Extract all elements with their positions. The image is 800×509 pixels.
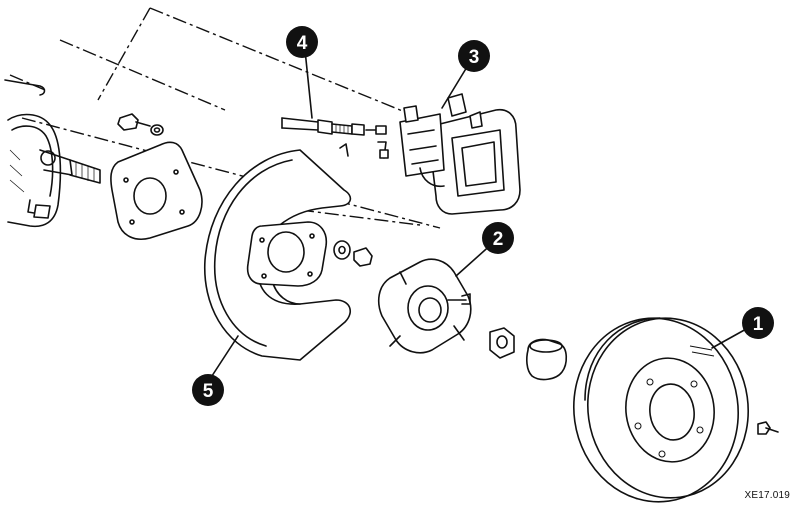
dust-shield <box>203 149 352 361</box>
callout-5-label: 5 <box>203 381 214 402</box>
brake-disc <box>572 317 750 503</box>
wheel-hub <box>377 258 472 354</box>
callout-3-label: 3 <box>469 47 480 68</box>
retaining-screw <box>757 421 779 435</box>
callout-1: 1 <box>742 307 774 339</box>
leader-lines <box>207 49 749 383</box>
bolt-and-washer <box>117 113 164 136</box>
callout-5: 5 <box>192 374 224 406</box>
hub-nut <box>489 327 515 359</box>
callout-4-label: 4 <box>297 33 308 54</box>
reference-code: XE17.019 <box>744 490 790 501</box>
steering-knuckle <box>4 79 101 228</box>
brake-caliper <box>399 93 521 215</box>
alignment-lines <box>9 7 441 229</box>
brake-hose <box>281 117 389 159</box>
dust-cap <box>526 338 568 381</box>
callout-1-label: 1 <box>753 314 764 335</box>
callout-2-label: 2 <box>493 229 504 250</box>
threaded-stub <box>69 159 101 184</box>
callout-4: 4 <box>286 26 318 58</box>
callout-2: 2 <box>482 222 514 254</box>
backing-plate <box>110 141 203 240</box>
callout-3: 3 <box>458 40 490 72</box>
caliper-bolt <box>333 240 373 267</box>
